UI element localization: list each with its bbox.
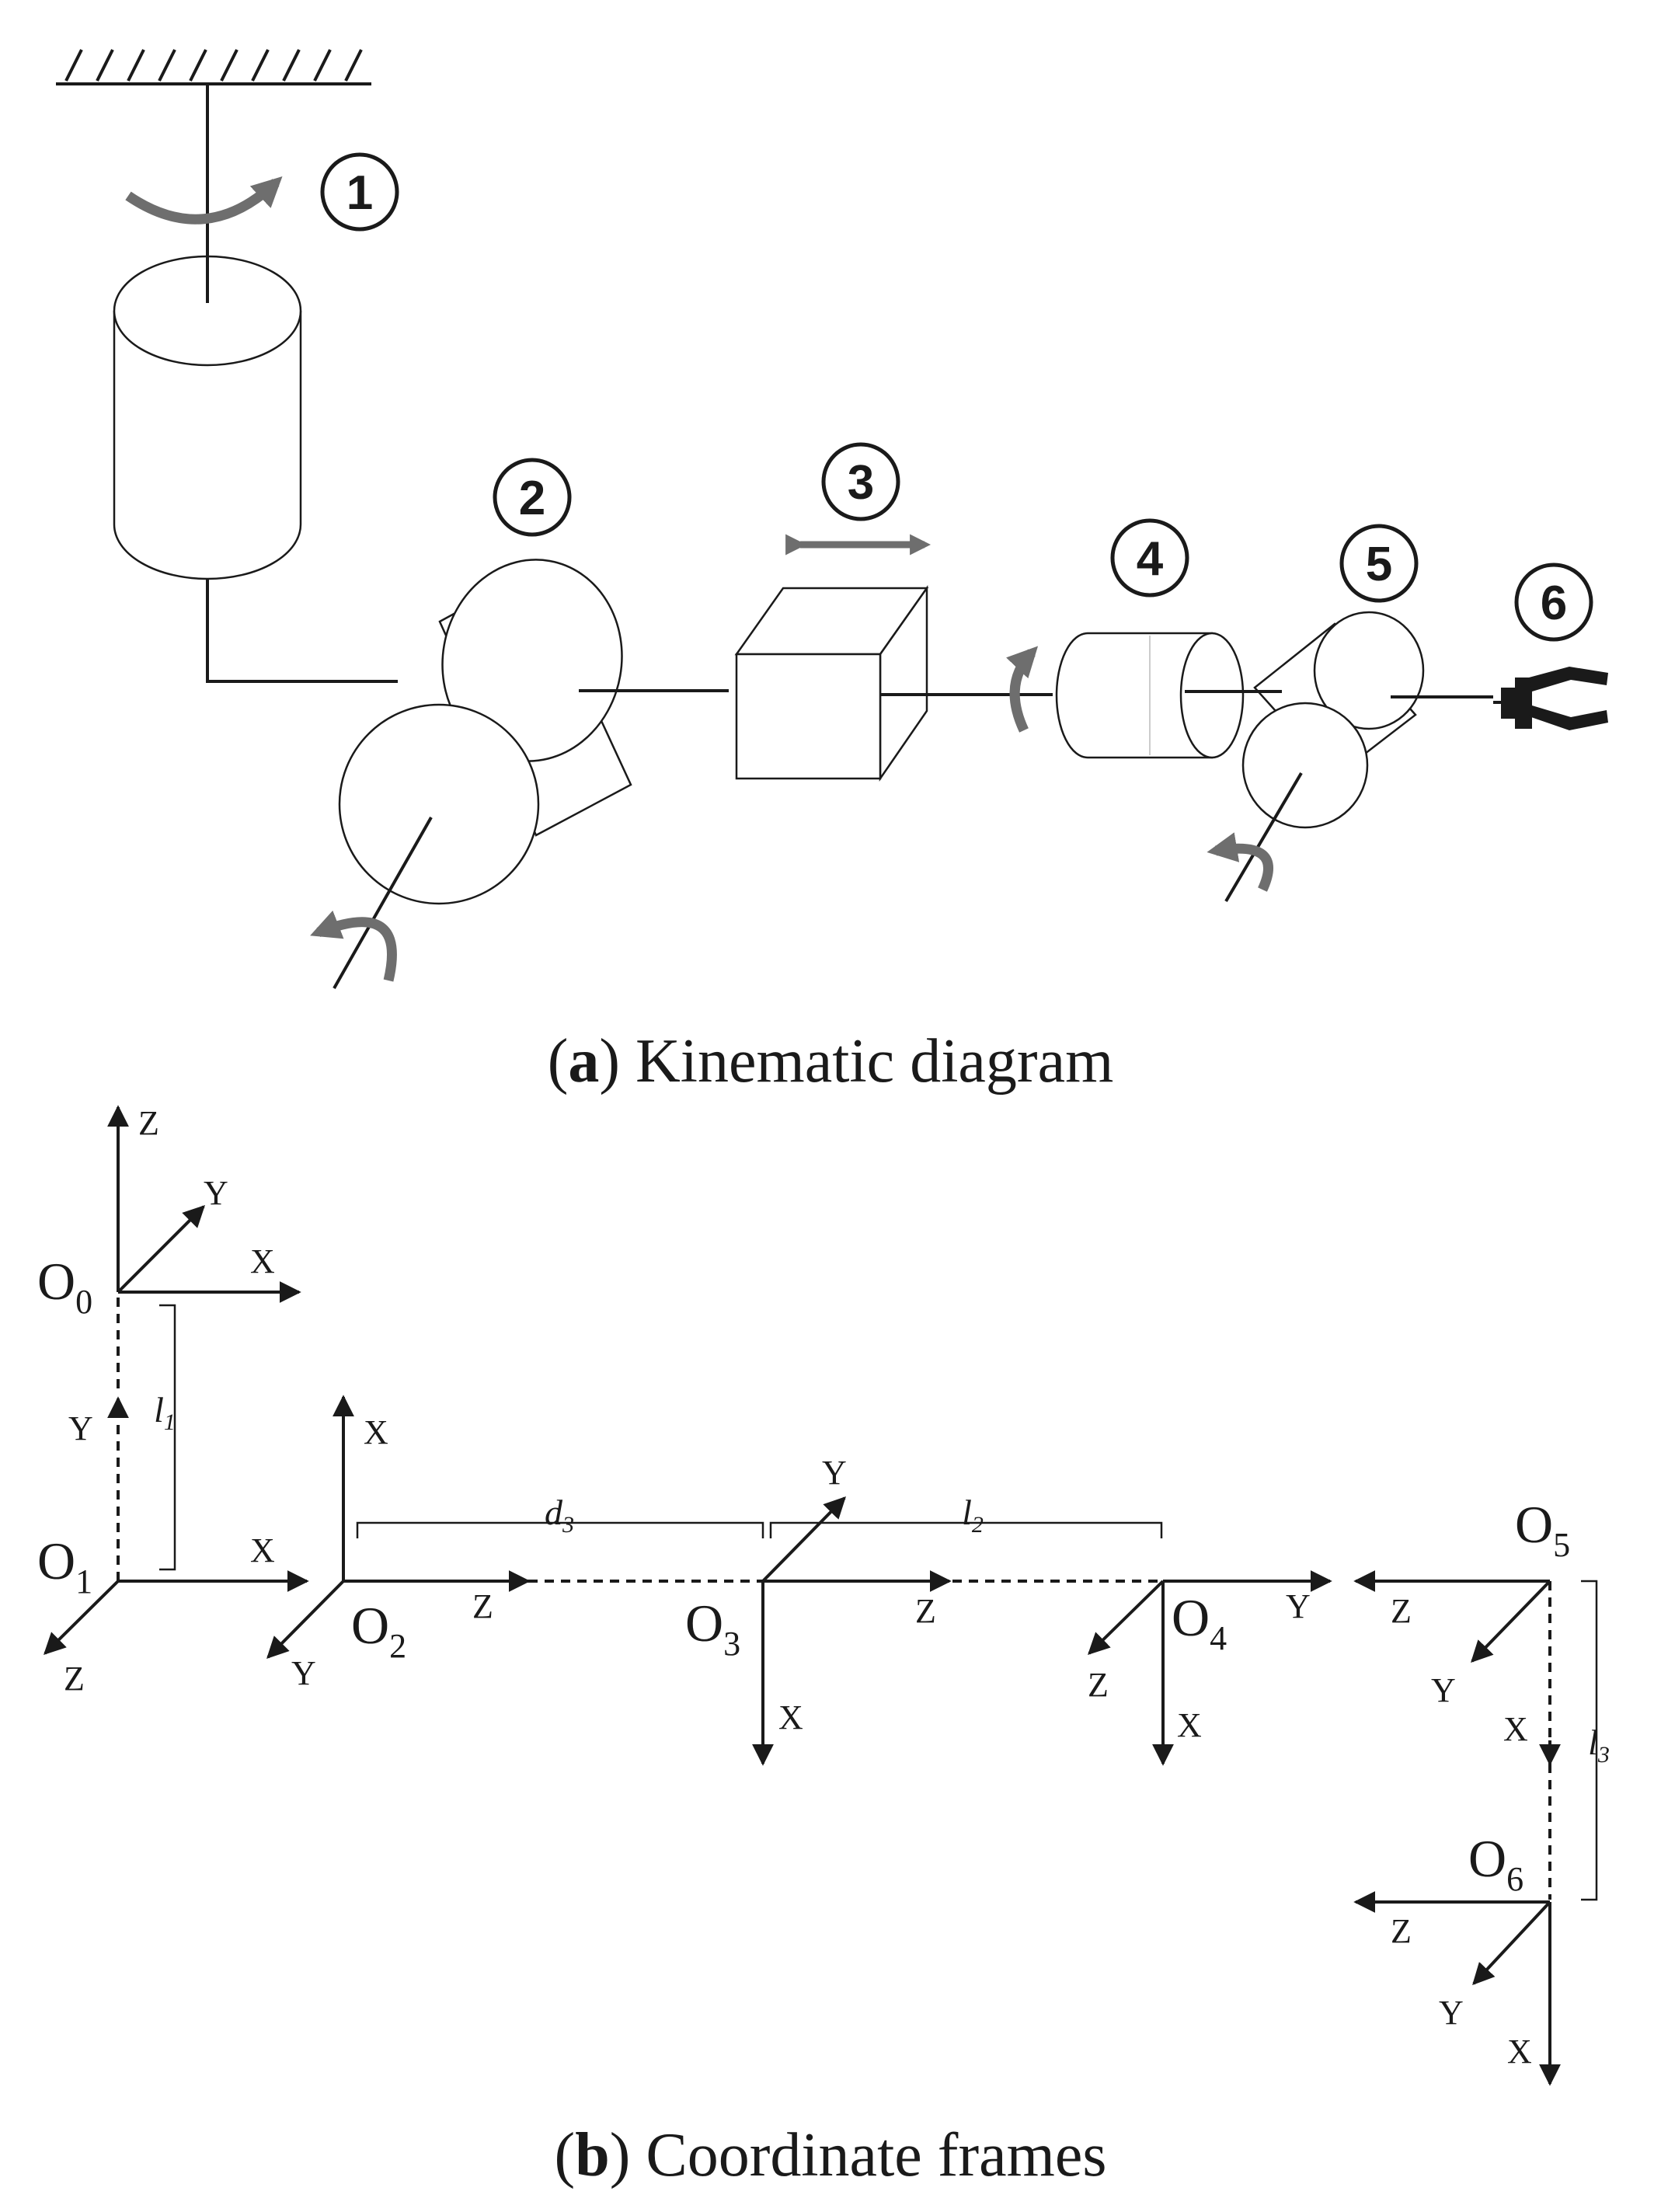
frame-o3: Y Z X O3 — [685, 1454, 952, 1766]
svg-text:Z: Z — [1391, 1912, 1412, 1950]
frame-o2: X Z Y O2 — [266, 1395, 531, 1692]
caption-a: (a) Kinematic diagram — [548, 1027, 1114, 1096]
kinematic-diagram: 1 2 3 — [56, 49, 1608, 1096]
svg-text:4: 4 — [1137, 532, 1164, 586]
joint-5-number: 5 — [1339, 524, 1419, 603]
frame-o0: Z Y X O0 — [37, 1104, 301, 1321]
svg-text:Z: Z — [1088, 1666, 1109, 1704]
dimension-l2: l2 — [769, 1493, 1163, 1538]
joint-2-cylinder — [310, 559, 729, 989]
joint-3-number: 3 — [821, 442, 900, 521]
svg-text:Y: Y — [1286, 1587, 1311, 1625]
svg-text:Y: Y — [291, 1654, 316, 1692]
joint-1-number: 1 — [320, 152, 399, 232]
joint-3-box — [734, 534, 1053, 782]
joint-1-cylinder — [113, 84, 302, 580]
svg-text:Y: Y — [1431, 1671, 1456, 1709]
svg-text:Y: Y — [68, 1409, 93, 1447]
svg-text:5: 5 — [1366, 538, 1392, 591]
svg-text:X: X — [1503, 1710, 1528, 1748]
joint-4-cylinder — [1006, 632, 1245, 759]
frame-o4: Y Z X O4 — [1087, 1570, 1332, 1766]
frame-o6: Z Y X O6 — [1353, 1829, 1561, 2086]
svg-text:X: X — [364, 1413, 388, 1451]
svg-text:O5: O5 — [1515, 1495, 1570, 1564]
svg-text:O3: O3 — [685, 1594, 740, 1663]
svg-text:l1: l1 — [154, 1390, 176, 1435]
svg-text:2: 2 — [519, 472, 545, 525]
frame-o1: Y X Z O1 — [37, 1396, 309, 1698]
dimension-d3: d3 — [356, 1493, 764, 1538]
svg-text:l3: l3 — [1588, 1723, 1610, 1768]
svg-text:6: 6 — [1541, 577, 1567, 630]
svg-text:Y: Y — [822, 1454, 847, 1492]
coordinate-frames: Z Y X O0 l1 Y X Z O1 X Z — [37, 1104, 1610, 2189]
svg-text:X: X — [1177, 1706, 1202, 1744]
ground-hatch — [56, 49, 371, 85]
svg-text:Z: Z — [138, 1104, 159, 1142]
caption-b: (b) Coordinate frames — [555, 2121, 1107, 2189]
svg-text:Y: Y — [204, 1174, 228, 1212]
joint-5-cylinder — [1207, 611, 1493, 903]
svg-text:X: X — [778, 1698, 803, 1737]
svg-text:l2: l2 — [962, 1493, 984, 1538]
svg-text:3: 3 — [848, 456, 874, 510]
svg-text:Y: Y — [1439, 1994, 1464, 2032]
dimension-l3: l3 — [1581, 1580, 1610, 1901]
link-1-2 — [206, 579, 398, 683]
svg-text:X: X — [1507, 2033, 1532, 2071]
joint-4-number: 4 — [1110, 518, 1189, 597]
joint-6-number: 6 — [1514, 563, 1593, 642]
svg-text:1: 1 — [346, 166, 373, 220]
svg-text:X: X — [250, 1531, 275, 1569]
frame-o5: Z Y X O5 — [1353, 1495, 1570, 1766]
svg-text:Z: Z — [915, 1592, 936, 1630]
svg-text:Z: Z — [472, 1587, 493, 1625]
svg-text:X: X — [250, 1242, 275, 1280]
svg-text:Z: Z — [1391, 1592, 1412, 1630]
joint-6-gripper — [1493, 667, 1608, 730]
dimension-l1: l1 — [154, 1304, 176, 1571]
svg-text:O4: O4 — [1172, 1588, 1227, 1657]
svg-text:O2: O2 — [351, 1596, 406, 1665]
svg-text:O0: O0 — [37, 1252, 92, 1321]
svg-text:Z: Z — [64, 1660, 85, 1698]
svg-text:O1: O1 — [37, 1531, 92, 1601]
svg-text:O6: O6 — [1468, 1829, 1523, 1898]
svg-text:d3: d3 — [545, 1493, 574, 1538]
joint-2-number: 2 — [493, 458, 572, 537]
